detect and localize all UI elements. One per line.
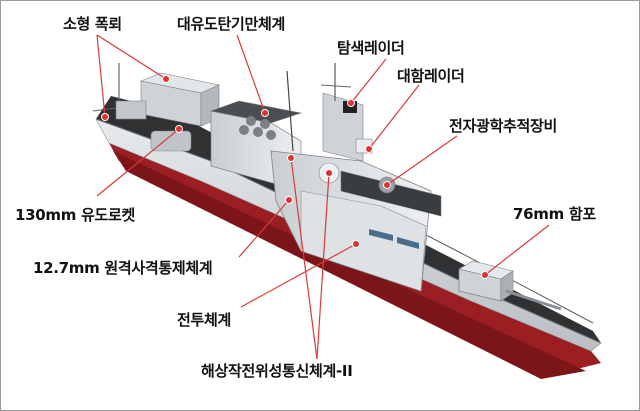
label-anti-torpedo-decoy: 대유도탄기만체계 — [177, 15, 286, 33]
label-eo-tracking: 전자광학추적장비 — [449, 117, 558, 135]
label-76mm-gun: 76mm 함포 — [513, 205, 596, 223]
label-combat-system: 전투체계 — [177, 311, 232, 329]
label-surface-radar: 대함레이더 — [397, 67, 465, 85]
marker-points — [101, 75, 489, 279]
leader-lines — [96, 34, 550, 360]
label-130mm-rocket: 130mm 유도로켓 — [15, 206, 135, 224]
label-satcom: 해상작전위성통신체계-II — [201, 362, 353, 380]
label-search-radar: 탐색레이더 — [337, 39, 405, 57]
label-12-7mm-rws: 12.7mm 원격사격통제체계 — [33, 259, 213, 277]
label-small-bomb: 소형 폭뢰 — [63, 15, 122, 33]
